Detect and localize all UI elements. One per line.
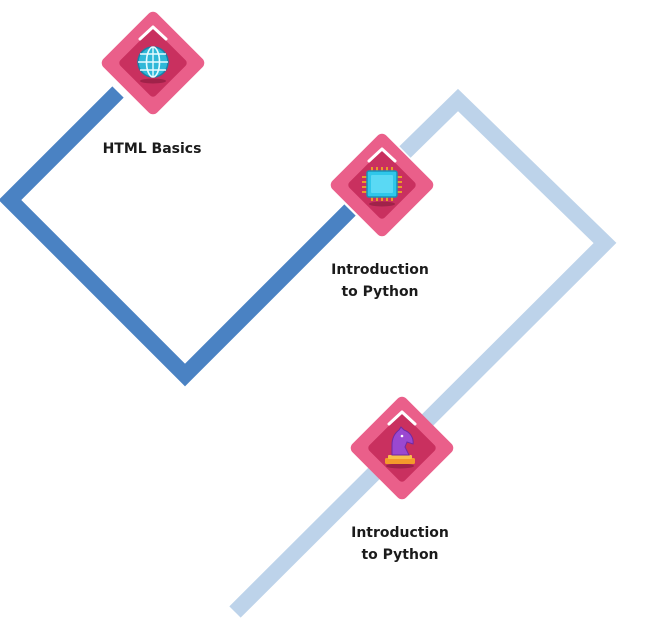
- globe-icon: [137, 46, 169, 84]
- chevron-up-icon: [367, 147, 397, 163]
- chip-icon: [362, 167, 402, 207]
- course-node-label: Introduction to Python: [351, 525, 449, 563]
- chevron-up-icon: [387, 410, 417, 426]
- course-node-intro-python-1[interactable]: [317, 120, 447, 250]
- course-node-intro-python-2[interactable]: [337, 383, 467, 513]
- course-node-html-basics[interactable]: [88, 0, 218, 128]
- path-segment-completed: [0, 86, 356, 387]
- course-node-label: Introduction to Python: [331, 262, 429, 300]
- chevron-up-icon: [138, 25, 168, 41]
- chess-knight-icon: [385, 426, 415, 469]
- course-node-label: HTML Basics: [102, 141, 202, 157]
